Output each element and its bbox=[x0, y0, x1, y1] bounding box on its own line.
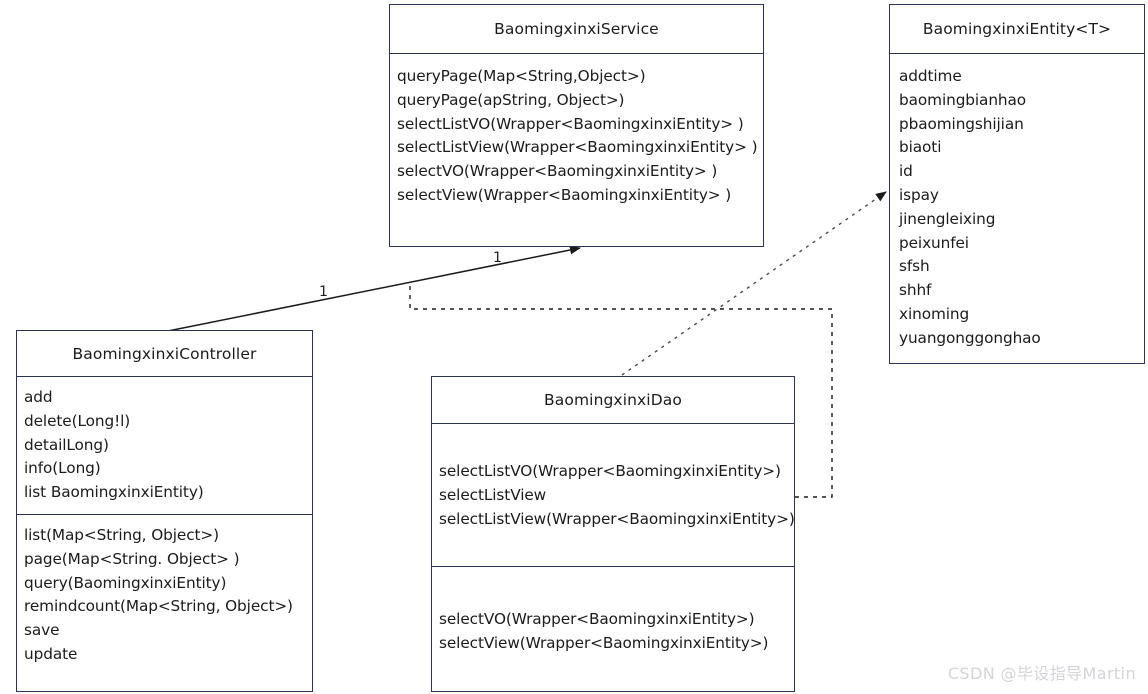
member-dao-a0: selectListVO(Wrapper<BaomingxinxiEntity>… bbox=[439, 462, 781, 480]
member-controller-a4: list BaomingxinxiEntity) bbox=[24, 483, 204, 502]
member-controller-b0: list(Map<String, Object>) bbox=[24, 526, 220, 544]
member-controller-b2: query(BaomingxinxiEntity) bbox=[24, 573, 227, 592]
member-controller-a1: delete(Long!l) bbox=[24, 411, 131, 430]
member-dao-a1: selectListView bbox=[439, 485, 547, 504]
member-entity-7: peixunfei bbox=[899, 233, 969, 252]
member-controller-a3: info(Long) bbox=[24, 459, 101, 478]
member-entity-11: yuangonggonghao bbox=[899, 328, 1041, 347]
class-box-dao[interactable]: BaomingxinxiDao selectListVO(Wrapper<Bao… bbox=[431, 376, 795, 692]
multiplicity-label-target: 1 bbox=[493, 250, 502, 266]
member-entity-4: id bbox=[899, 162, 913, 181]
csdn-watermark: CSDN @毕设指导Martin bbox=[947, 664, 1136, 683]
class-box-controller[interactable]: BaomingxinxiController add delete(Long!l… bbox=[16, 330, 313, 692]
class-title-dao: BaomingxinxiDao bbox=[432, 377, 794, 424]
member-service-2: selectListVO(Wrapper<BaomingxinxiEntity>… bbox=[397, 114, 744, 133]
member-controller-b5: update bbox=[24, 644, 78, 663]
member-controller-b3: remindcount(Map<String, Object>) bbox=[24, 597, 293, 616]
class-section-controller-one: add delete(Long!l) detailLong) info(Long… bbox=[17, 377, 312, 514]
member-entity-5: ispay bbox=[899, 185, 939, 204]
member-dao-b1: selectView(Wrapper<BaomingxinxiEntity>) bbox=[439, 633, 769, 652]
member-entity-1: baomingbianhao bbox=[899, 90, 1027, 109]
member-entity-10: xinoming bbox=[899, 304, 970, 323]
member-service-3: selectListView(Wrapper<BaomingxinxiEntit… bbox=[397, 138, 758, 157]
class-title-controller: BaomingxinxiController bbox=[17, 331, 312, 377]
member-entity-8: sfsh bbox=[899, 257, 930, 276]
class-box-service[interactable]: BaomingxinxiService queryPage(Map<String… bbox=[389, 4, 764, 247]
member-service-1: queryPage(apString, Object>) bbox=[397, 90, 625, 109]
member-controller-a2: detailLong) bbox=[24, 435, 109, 454]
member-dao-b0: selectVO(Wrapper<BaomingxinxiEntity>) bbox=[439, 610, 755, 628]
member-controller-a0: add bbox=[24, 388, 53, 406]
connector-controller-to-service bbox=[167, 245, 581, 332]
member-entity-6: jinengleixing bbox=[899, 209, 996, 228]
member-entity-2: pbaomingshijian bbox=[899, 114, 1024, 133]
member-service-5: selectView(Wrapper<BaomingxinxiEntity> ) bbox=[397, 185, 732, 204]
member-dao-a2: selectListView(Wrapper<BaomingxinxiEntit… bbox=[439, 509, 794, 528]
multiplicity-label-source: 1 bbox=[319, 284, 328, 300]
member-service-0: queryPage(Map<String,Object>) bbox=[397, 67, 646, 85]
class-section-dao-one: selectListVO(Wrapper<BaomingxinxiEntity>… bbox=[432, 424, 794, 566]
class-section-service-methods: queryPage(Map<String,Object>) queryPage(… bbox=[390, 54, 763, 244]
class-section-controller-two: list(Map<String, Object>) page(Map<Strin… bbox=[17, 514, 312, 691]
member-service-4: selectVO(Wrapper<BaomingxinxiEntity> ) bbox=[397, 162, 718, 181]
class-box-entity[interactable]: BaomingxinxiEntity<T> addtime baomingbia… bbox=[889, 4, 1145, 364]
class-section-entity-fields: addtime baomingbianhao pbaomingshijian b… bbox=[890, 54, 1144, 362]
class-title-service: BaomingxinxiService bbox=[390, 5, 763, 54]
class-section-dao-two: selectVO(Wrapper<BaomingxinxiEntity>) se… bbox=[432, 566, 794, 691]
member-entity-9: shhf bbox=[899, 281, 932, 300]
member-entity-3: biaoti bbox=[899, 138, 942, 157]
member-entity-0: addtime bbox=[899, 67, 962, 85]
member-controller-b1: page(Map<String. Object> ) bbox=[24, 549, 240, 568]
class-title-entity: BaomingxinxiEntity<T> bbox=[890, 5, 1144, 54]
member-controller-b4: save bbox=[24, 621, 60, 640]
